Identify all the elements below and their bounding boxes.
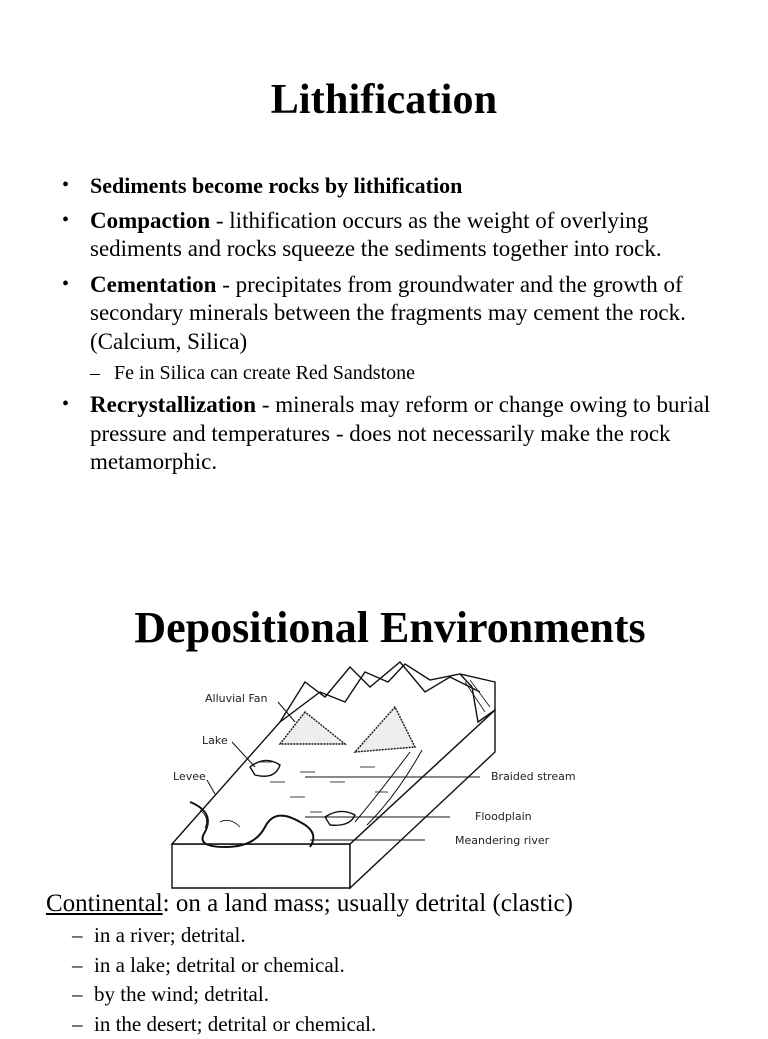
list-item: –in a lake; detrital or chemical.	[72, 951, 376, 981]
dash-icon: –	[72, 980, 83, 1010]
bullet-icon: •	[62, 206, 69, 235]
sub-bullet-red-sandstone: – Fe in Silica can create Red Sandstone	[62, 359, 722, 387]
bullet-recrystallization: • Recrystallization - minerals may refor…	[62, 391, 722, 477]
dash-icon: –	[72, 951, 83, 981]
sub-bullet-text: Fe in Silica can create Red Sandstone	[114, 362, 415, 384]
continental-definition-text: : on a land mass; usually detrital (clas…	[163, 890, 573, 917]
lithification-bullet-list: • Sediments become rocks by lithificatio…	[62, 172, 722, 484]
continental-definition: Continental: on a land mass; usually det…	[46, 889, 573, 919]
dash-icon: –	[72, 1010, 83, 1039]
list-item-text: in a river; detrital.	[94, 923, 246, 947]
bullet-cementation: • Cementation - precipitates from ground…	[62, 271, 722, 357]
bullet-icon: •	[62, 270, 69, 299]
continental-term: Continental	[46, 890, 163, 917]
label-alluvial-fan: Alluvial Fan	[205, 692, 268, 705]
continental-environment-list: –in a river; detrital. –in a lake; detri…	[72, 921, 376, 1039]
list-item-text: by the wind; detrital.	[94, 982, 269, 1006]
list-item: –by the wind; detrital.	[72, 980, 376, 1010]
list-item-text: in a lake; detrital or chemical.	[94, 953, 345, 977]
bullet-term: Cementation	[90, 272, 216, 297]
list-item: –in the desert; detrital or chemical.	[72, 1010, 376, 1039]
dash-icon: –	[90, 359, 100, 387]
dash-icon: –	[72, 921, 83, 951]
label-floodplain: Floodplain	[475, 810, 532, 823]
label-levee: Levee	[173, 770, 206, 783]
list-item: –in a river; detrital.	[72, 921, 376, 951]
bullet-compaction: • Compaction - lithification occurs as t…	[62, 207, 722, 264]
slide-title-depositional-environments: Depositional Environments	[6, 602, 768, 653]
label-meandering-river: Meandering river	[455, 834, 550, 847]
bullet-sediments: • Sediments become rocks by lithificatio…	[62, 172, 722, 201]
bullet-icon: •	[62, 390, 69, 419]
label-lake: Lake	[202, 734, 228, 747]
label-braided-stream: Braided stream	[491, 770, 576, 783]
bullet-bold-text: Sediments become rocks by lithification	[90, 173, 462, 198]
bullet-term: Recrystallization	[90, 392, 256, 417]
slide-title-lithification: Lithification	[0, 76, 768, 124]
bullet-term: Compaction	[90, 208, 210, 233]
depositional-environments-diagram: Alluvial Fan Lake Levee Braided stream F…	[160, 652, 590, 892]
bullet-icon: •	[62, 171, 69, 200]
